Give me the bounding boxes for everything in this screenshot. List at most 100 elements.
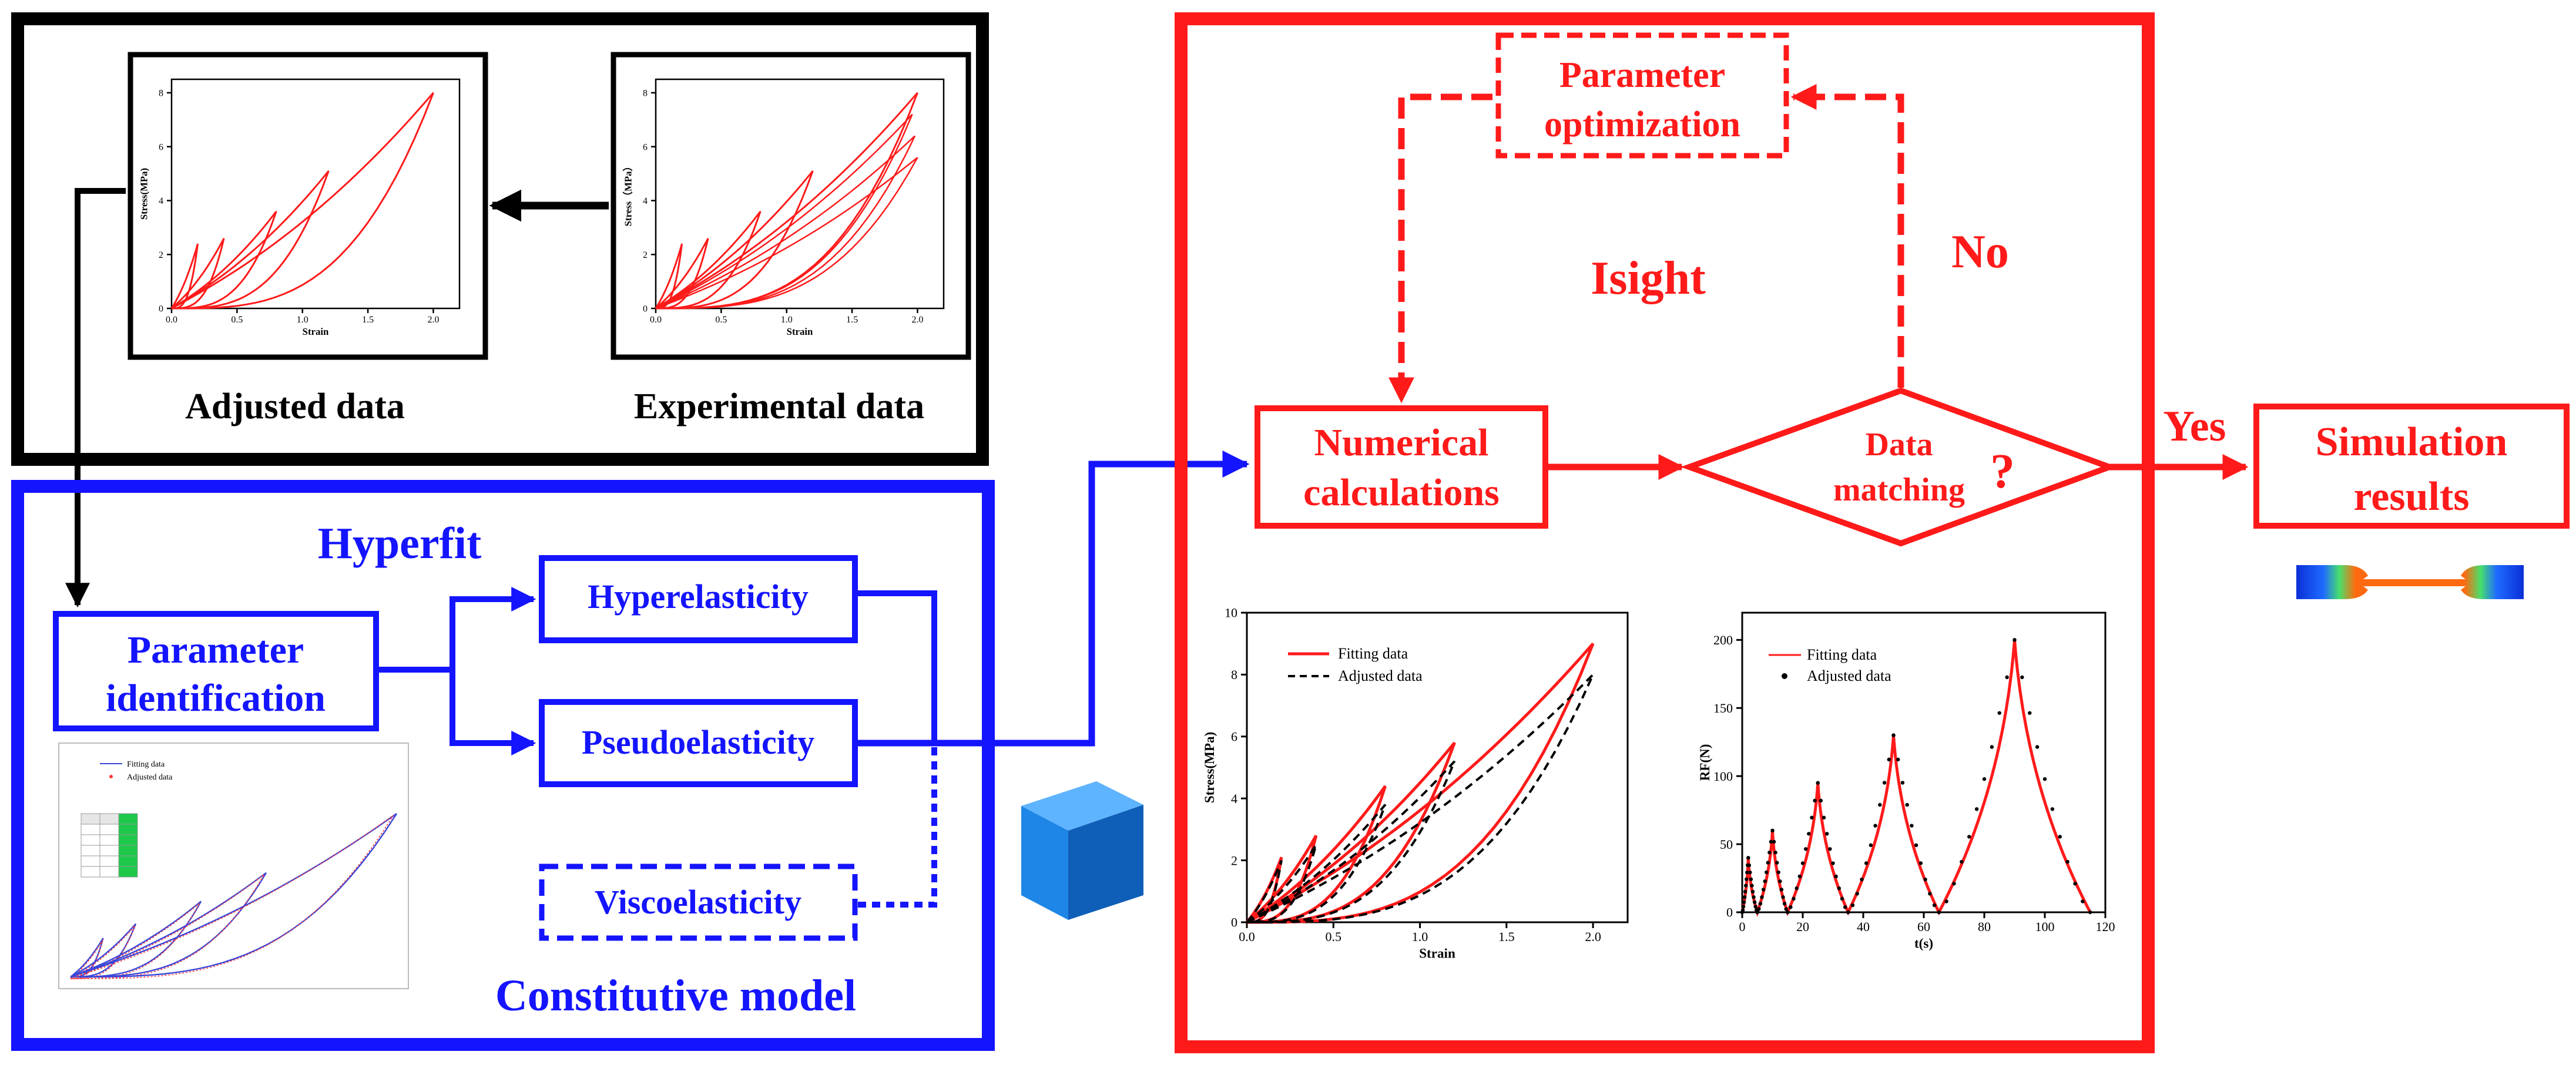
rf-time-adjusted-point [1766,861,1770,865]
stress-fit-ytick-label: 10 [1225,606,1237,620]
rf-time-adjusted-point [2012,638,2017,642]
rf-time-adjusted-point [1740,908,1745,912]
hyperfit-thumb-adjusted-loop-1 [70,925,136,979]
connector-optimization-to-numerical [1388,93,1492,404]
viscoelasticity-box [539,864,858,941]
adjusted-xtick-label: 1.0 [297,315,308,325]
rf-time-adjusted-point [1753,905,1757,909]
rf-time-adjusted-point [1757,907,1761,911]
rf-time-adjusted-point [1760,895,1764,899]
rf-time-adjusted-point [1763,879,1767,883]
adjusted-xlabel: Strain [303,326,329,337]
rf-time-adjusted-point [1803,847,1808,851]
rf-time-adjusted-point [1781,895,1785,899]
data-matching-line2: matching [1833,472,1965,508]
rf-time-adjusted-point [1860,877,1864,882]
rf-time-adjusted-point [1770,828,1775,833]
rf-time-adjusted-point [1967,835,1971,839]
hyperfit-thumb-fitting-loop-3 [70,872,267,978]
parameter-identification-box [53,611,379,731]
numerical-calculations-line2: calculations [1303,471,1500,514]
rf-time-adjusted-point [1900,781,1905,785]
hyperfit-thumb-table-cell [80,834,100,846]
rf-time-adjusted-point [1810,815,1814,820]
rf-time-adjusted-point [1784,907,1788,911]
rf-time-adjusted-point [2088,910,2092,915]
rf-time-adjusted-point [1813,798,1817,803]
rf-time-adjusted-point [1828,847,1832,851]
adjusted-loop-0 [170,243,199,310]
parameter-optimization-line2: optimization [1544,105,1740,145]
rf-time-adjusted-point [1834,874,1838,879]
experimental-repeat-cycle-0 [655,113,913,310]
stress-fit-adjusted-loop-2 [1246,804,1387,923]
stress-fit-xtick-label: 1.5 [1498,929,1515,944]
experimental-ytick-label: 6 [643,142,648,152]
adjusted-ytick-label: 0 [159,304,163,314]
stress-fit-fitting-loop-3 [1246,741,1456,924]
stress-fit-adjusted-loop-1 [1246,844,1317,923]
stress-fit-plot-area [1246,612,1629,923]
rf-time-adjusted-point [1758,902,1763,906]
adjusted-xtick-label: 0.5 [231,315,243,325]
rf-time-adjusted-point [1825,832,1829,836]
hyperfit-thumb-table-cell [118,866,138,878]
adjusted-ytick-label: 4 [159,196,163,206]
hyperelasticity-label: Hyperelasticity [588,577,809,616]
rf-time-adjusted-point [2065,859,2069,864]
isight-panel-frame [1175,12,2155,1053]
rf-time-adjusted-point [1837,886,1841,891]
rf-time-adjusted-point [1797,874,1802,879]
connector-to-numerical-calculations [855,450,1250,747]
experimental-plot-area [655,78,945,310]
rf-time-adjusted-point [2020,675,2024,680]
adjusted-ytick-label: 6 [159,142,163,152]
stress-fit-ylabel: Stress(MPa) [1202,732,1217,803]
hyperfit-thumb-table-cell [99,834,119,846]
rf-time-adjusted-point [1765,870,1769,875]
rf-time-ytick-label: 150 [1713,701,1733,715]
experimental-repeat-cycle-2 [655,157,918,310]
hyperfit-thumb-fitting-loop-0 [70,938,104,978]
hyperfit-thumb-table-cell [118,824,138,835]
experimental-xtick-label: 1.0 [781,315,793,325]
rf-time-adjusted-point [1779,888,1784,892]
rf-time-adjusted-point [2073,882,2077,886]
experimental-xtick-label: 1.5 [846,315,858,325]
rf-time-adjusted-point [1742,895,1747,899]
data-matching-question-mark: ? [1990,444,2015,499]
stress-fit-ytick-label: 2 [1231,853,1237,868]
adjusted-data-label: Adjusted data [185,387,405,426]
rf-time-adjusted-point [1800,861,1805,865]
rf-time-adjusted-point [1923,877,1927,882]
rf-time-adjusted-point [1831,861,1835,865]
rf-time-adjusted-point [1747,863,1752,868]
rf-time-adjusted-point [1932,903,1937,908]
rf-time-adjusted-point [1749,877,1753,881]
rf-time-adjusted-point [1882,781,1887,785]
rf-time-adjusted-point [1778,879,1782,883]
rf-time-xtick-label: 80 [1978,919,1991,934]
rf-time-adjusted-point [1789,905,1793,909]
adjusted-xtick-label: 1.5 [362,315,374,325]
experimental-xtick-label: 0.5 [715,315,727,325]
rf-time-xtick-label: 20 [1796,919,1809,934]
rf-time-adjusted-point [1846,910,1850,915]
hyperfit-thumb-table-cell [80,813,100,825]
rf-time-adjusted-point [1850,903,1855,908]
rf-time-adjusted-point [1795,886,1799,891]
data-matching-decision [1681,387,2118,547]
rf-time-adjusted-point [1786,910,1790,915]
rf-time-adjusted-point [1918,861,1923,865]
stress-fit-legend-adjusted-label: Adjusted data [1338,667,1423,684]
hyperfit-thumb-table-cell [80,866,100,878]
hyperfit-thumb-table-cell [99,824,119,835]
experimental-repeat-cycle-1 [655,135,916,310]
hyperfit-thumb-table-cell [99,855,119,867]
rf-time-xtick-label: 40 [1857,919,1870,934]
rf-time-adjusted-point [1944,899,1948,903]
